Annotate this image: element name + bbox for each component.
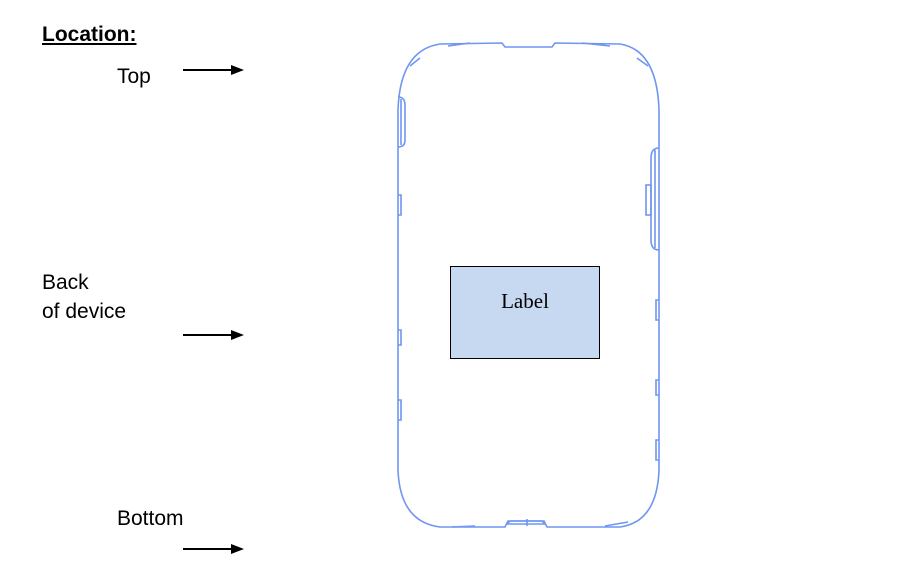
back-arrow-icon — [183, 330, 244, 340]
bottom-arrow-icon — [183, 544, 244, 554]
top-label: Top — [117, 65, 151, 88]
back-label-line1: Back — [42, 271, 89, 294]
back-label-line2: of device — [42, 300, 127, 323]
label-text: Label — [501, 289, 549, 313]
location-heading: Location: — [42, 23, 137, 46]
bottom-label: Bottom — [117, 507, 184, 530]
top-arrow-icon — [183, 65, 244, 75]
label-area: Label — [450, 266, 600, 359]
